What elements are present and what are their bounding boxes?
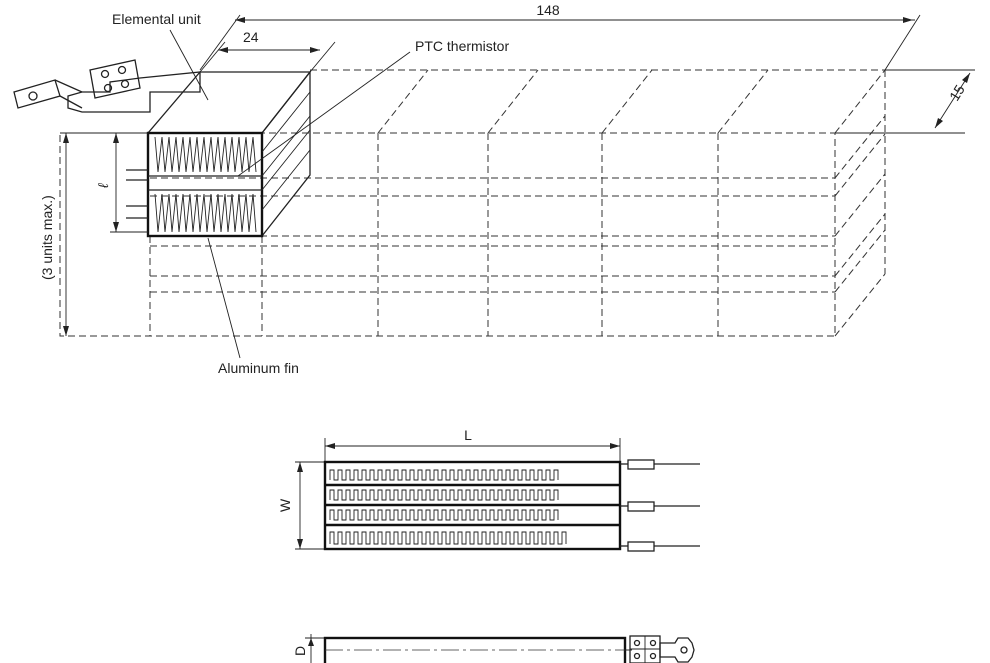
dimension-3-units: (3 units max.) bbox=[39, 132, 148, 336]
elemental-unit-block bbox=[146, 70, 312, 238]
dimension-15: 15 bbox=[835, 69, 975, 134]
dimension-24: 24 bbox=[199, 29, 336, 73]
terminal-plate bbox=[13, 59, 201, 219]
plan-leads bbox=[620, 459, 700, 552]
plan-view: L W bbox=[277, 427, 700, 552]
dimension-148-label: 148 bbox=[536, 2, 560, 18]
dimension-148: 148 bbox=[199, 2, 921, 71]
D-label: D bbox=[292, 646, 308, 656]
ell-label: ℓ bbox=[95, 183, 111, 189]
isometric-view: 148 24 15 (3 units max.) bbox=[13, 2, 975, 376]
aluminum-fin-label: Aluminum fin bbox=[218, 360, 299, 376]
dimension-15-label: 15 bbox=[946, 82, 968, 104]
dimension-24-label: 24 bbox=[243, 29, 259, 45]
L-label: L bbox=[464, 427, 472, 443]
side-view: D bbox=[292, 634, 695, 663]
fin-pattern-upper bbox=[154, 136, 257, 173]
W-label: W bbox=[277, 498, 293, 512]
ptc-thermistor-label: PTC thermistor bbox=[415, 38, 509, 54]
callout-ptc-thermistor: PTC thermistor bbox=[237, 38, 509, 177]
elemental-unit-label: Elemental unit bbox=[112, 11, 201, 27]
plan-fin-rows bbox=[329, 469, 567, 545]
fin-pattern-lower bbox=[154, 193, 257, 233]
callout-aluminum-fin: Aluminum fin bbox=[207, 237, 299, 376]
units-max-label: (3 units max.) bbox=[39, 195, 55, 280]
dashed-extension-box bbox=[59, 69, 886, 337]
callout-elemental-unit: Elemental unit bbox=[112, 11, 209, 101]
dimension-ell: ℓ bbox=[95, 132, 148, 233]
